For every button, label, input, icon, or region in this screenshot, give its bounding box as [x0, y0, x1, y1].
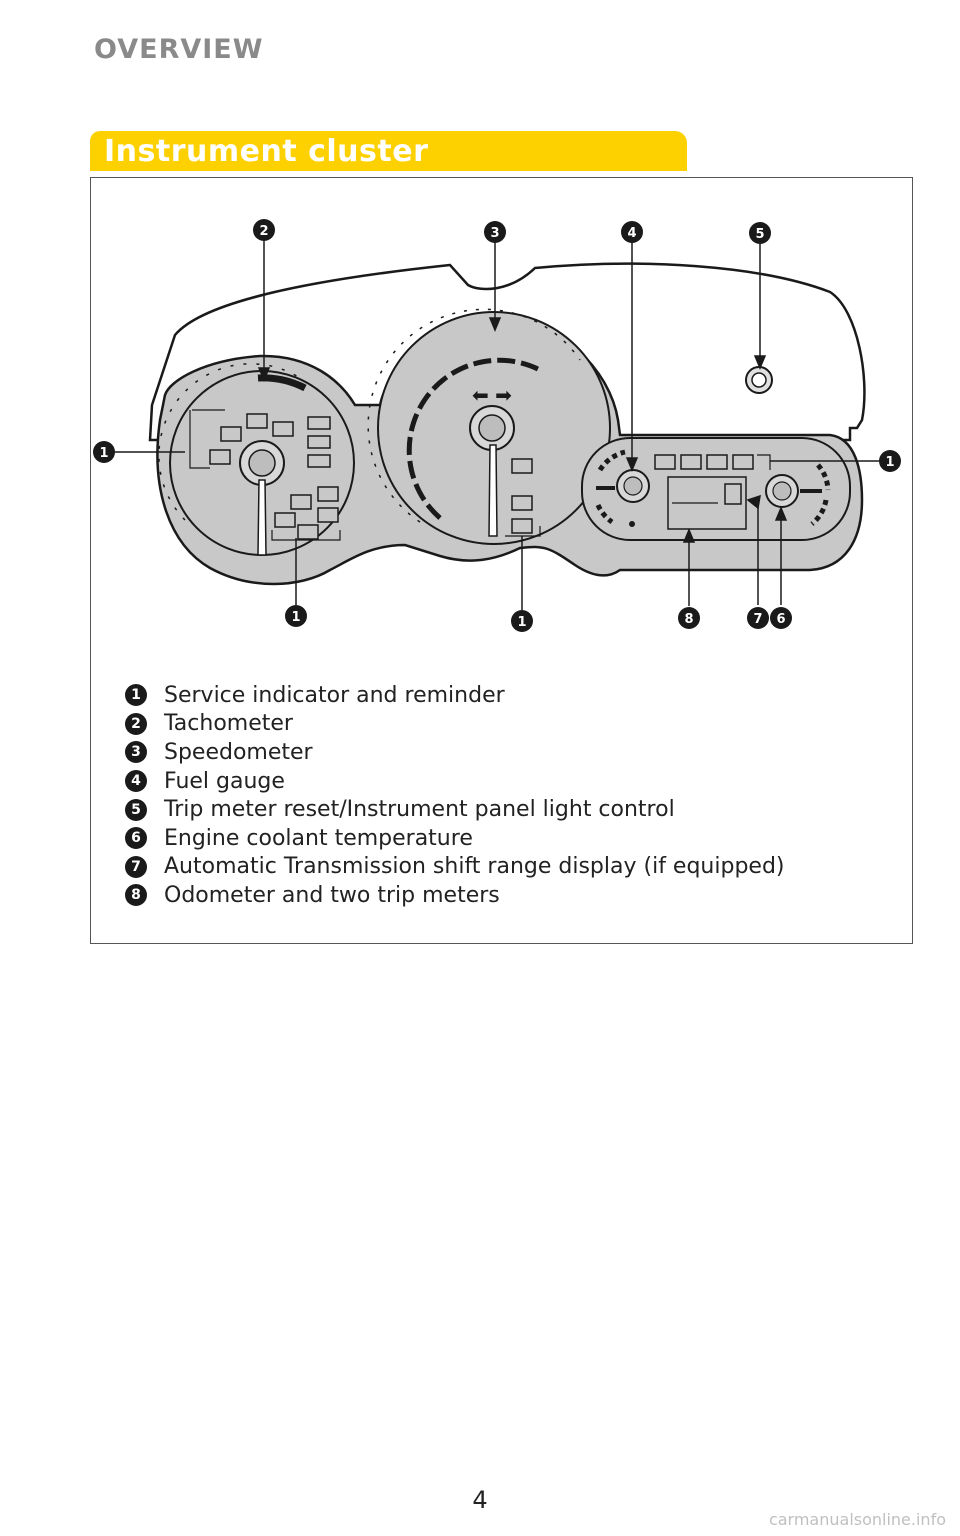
- svg-text:1: 1: [291, 610, 300, 625]
- svg-text:4: 4: [627, 226, 636, 241]
- tachometer-warning-lights: [209, 413, 339, 540]
- svg-text:6: 6: [776, 612, 785, 627]
- legend-number: 3: [125, 741, 147, 764]
- legend-item: 5 Trip meter reset/Instrument panel light…: [125, 795, 785, 824]
- legend-label: Speedometer: [164, 739, 313, 765]
- svg-text:3: 3: [490, 226, 499, 241]
- legend-label: Tachometer: [164, 711, 293, 737]
- legend-item: 4 Fuel gauge: [125, 767, 785, 796]
- callout-7: 7: [747, 607, 769, 629]
- callout-6: 6: [770, 607, 792, 629]
- legend-list: 1 Service indicator and reminder 2 Tachome…: [125, 681, 785, 910]
- page-number: 4: [472, 1486, 488, 1514]
- svg-text:1: 1: [885, 455, 894, 470]
- info-warning-lights: [654, 454, 754, 470]
- legend-label: Service indicator and reminder: [164, 682, 505, 708]
- callout-8: 8: [678, 607, 700, 629]
- legend-number: 7: [125, 855, 147, 878]
- svg-text:1: 1: [517, 615, 526, 630]
- callout-4: 4: [621, 221, 643, 243]
- legend-item: 3 Speedometer: [125, 738, 785, 767]
- watermark: carmanualsonline.info: [768, 1510, 946, 1529]
- shift-range-display: [724, 483, 742, 505]
- legend-number: 1: [125, 684, 147, 707]
- legend-item: 1 Service indicator and reminder: [125, 681, 785, 710]
- legend-label: Fuel gauge: [164, 768, 285, 794]
- svg-text:8: 8: [684, 612, 693, 627]
- svg-text:⬅ ➡: ⬅ ➡: [472, 383, 512, 407]
- legend-number: 8: [125, 884, 147, 907]
- legend-number: 2: [125, 712, 147, 735]
- instrument-cluster-diagram: ⬅ ➡ 2 3: [93, 219, 901, 632]
- legend-item: 2 Tachometer: [125, 710, 785, 739]
- legend-label: Engine coolant temperature: [164, 825, 473, 851]
- legend-label: Trip meter reset/Instrument panel light …: [164, 797, 675, 823]
- callout-1-tach: 1: [285, 605, 307, 627]
- tachometer-needle: [257, 479, 267, 556]
- speedometer-warning-lights: [511, 458, 533, 534]
- speedometer-needle: [488, 444, 498, 537]
- legend-item: 7 Automatic Transmission shift range disp…: [125, 853, 785, 882]
- legend-number: 5: [125, 798, 147, 821]
- legend-label: Odometer and two trip meters: [164, 882, 500, 908]
- svg-text:1: 1: [99, 446, 108, 461]
- legend-item: 6 Engine coolant temperature: [125, 824, 785, 853]
- svg-text:7: 7: [753, 612, 762, 627]
- callout-1-right: 1: [879, 450, 901, 472]
- svg-text:5: 5: [755, 227, 764, 242]
- callout-3: 3: [484, 221, 506, 243]
- section-banner: Instrument cluster: [90, 131, 687, 171]
- section-title: OVERVIEW: [94, 34, 264, 65]
- banner-title: Instrument cluster: [104, 134, 429, 169]
- callout-2: 2: [253, 219, 275, 241]
- legend-item: 8 Odometer and two trip meters: [125, 881, 785, 910]
- svg-text:2: 2: [259, 224, 268, 239]
- callout-1-left: 1: [93, 441, 115, 463]
- callout-1-speedo: 1: [511, 610, 533, 632]
- figure-frame: [90, 177, 913, 944]
- legend-label: Automatic Transmission shift range displ…: [164, 854, 785, 880]
- legend-number: 4: [125, 770, 147, 793]
- legend-number: 6: [125, 827, 147, 850]
- callout-5: 5: [749, 222, 771, 244]
